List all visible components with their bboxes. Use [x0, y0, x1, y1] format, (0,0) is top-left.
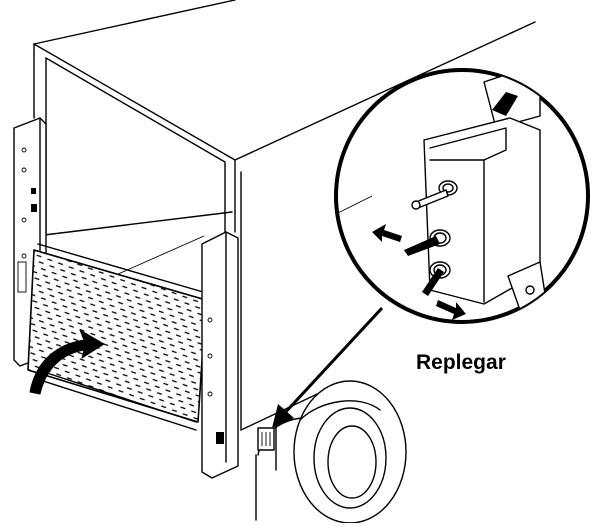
left-post-slot-2 — [31, 188, 36, 194]
bolt — [21, 147, 27, 153]
platform-hinge — [37, 243, 211, 295]
direction-arrow-icon — [372, 224, 402, 242]
leader-arrow-icon — [272, 306, 384, 428]
toggle-switch-icon — [411, 180, 458, 210]
cargo-floor — [35, 211, 233, 237]
tire-top — [299, 400, 381, 421]
hub — [327, 425, 377, 499]
bolt — [21, 167, 27, 173]
right-column — [201, 231, 239, 479]
lens-body-edge — [336, 195, 373, 215]
callout-label: Replegar — [416, 351, 506, 374]
roof-edge — [33, 0, 236, 45]
right-post-lamp — [216, 432, 224, 444]
wheel-icon — [255, 380, 407, 524]
liftgate-platform — [27, 243, 211, 431]
left-post-slot — [31, 204, 37, 212]
platform-lower-rail — [43, 371, 197, 423]
magnifier-lens — [334, 68, 590, 324]
bolt — [21, 253, 27, 259]
bolt — [207, 391, 213, 397]
control-box-small — [257, 427, 275, 451]
tire-outer — [293, 380, 407, 524]
roof-front-edge — [33, 43, 236, 161]
toggle-switch-icon — [404, 229, 451, 256]
bolt — [207, 317, 213, 323]
platform-top-edge — [33, 249, 207, 301]
side-sill — [240, 387, 331, 431]
toggle-switch-icon — [422, 261, 451, 296]
roof-side-edge — [234, 21, 536, 161]
platform-bottom-rail — [39, 379, 197, 431]
tire-inner — [313, 407, 387, 509]
bolt — [207, 353, 213, 359]
door-opening — [45, 57, 226, 233]
left-post-bracket — [17, 261, 27, 293]
bolt — [21, 217, 27, 223]
bracket-hook — [492, 92, 518, 116]
bracket-bolt — [525, 285, 535, 295]
fold-arrow-icon — [29, 329, 105, 395]
control-box-top — [429, 127, 507, 161]
direction-arrow-icon — [436, 300, 466, 320]
